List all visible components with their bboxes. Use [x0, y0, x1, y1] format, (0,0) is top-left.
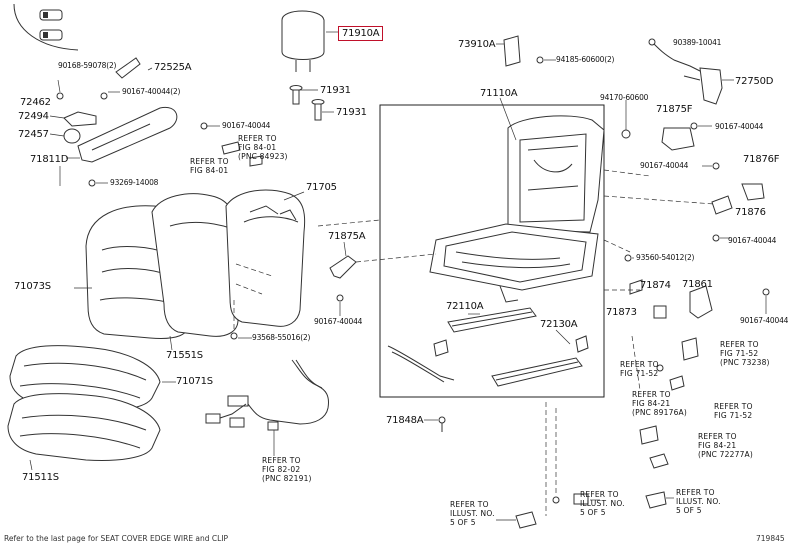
- headrest-guides: [289, 85, 334, 121]
- part-label-71874[interactable]: 71874: [640, 280, 671, 291]
- seat-track-shapes: [387, 307, 589, 387]
- seatback-cover-shapes: [74, 189, 306, 351]
- part-label-72110A[interactable]: 72110A: [446, 301, 484, 312]
- part-label-94170-60600[interactable]: 94170-60600: [600, 93, 649, 102]
- part-label-90168-59078[interactable]: 90168-59078(2): [58, 61, 117, 70]
- figure-id: 719845: [756, 534, 785, 543]
- part-label-90167-40044[interactable]: 90167-40044: [314, 317, 363, 326]
- part-label-71875F[interactable]: 71875F: [656, 104, 693, 115]
- part-label-71551S[interactable]: 71551S: [166, 350, 203, 361]
- part-label-71875A[interactable]: 71875A: [328, 231, 366, 242]
- part-label-90167-40044[interactable]: 90167-40044: [222, 121, 271, 130]
- bracket-71875A: [329, 241, 357, 316]
- bolt-71848A: [424, 416, 446, 432]
- part-label-93269-14008[interactable]: 93269-14008: [110, 178, 159, 187]
- part-label-71110A[interactable]: 71110A: [480, 88, 518, 99]
- part-label-71848A[interactable]: 71848A: [386, 415, 424, 426]
- seat-frame-shapes: [429, 97, 631, 303]
- part-label-90167-40044[interactable]: 90167-40044: [715, 122, 764, 131]
- part-label-71931[interactable]: 71931: [320, 85, 351, 96]
- part-label-71876[interactable]: 71876: [735, 207, 766, 218]
- part-label-90389-10041[interactable]: 90389-10041: [673, 38, 722, 47]
- part-label-71876F[interactable]: 71876F: [743, 154, 780, 165]
- part-label-90167-40044[interactable]: 90167-40044: [740, 316, 789, 325]
- part-label-71705[interactable]: 71705: [306, 182, 337, 193]
- part-label-71873[interactable]: 71873: [606, 307, 637, 318]
- part-label-90167-40044[interactable]: 90167-40044: [728, 236, 777, 245]
- part-label-71910A[interactable]: 71910A: [338, 26, 384, 41]
- part-label-93568-55016[interactable]: 93568-55016(2): [252, 333, 311, 342]
- wire-harness: [205, 359, 329, 456]
- part-label-90167-40044[interactable]: 90167-40044(2): [122, 87, 181, 96]
- part-label-93560-54012[interactable]: 93560-54012(2): [636, 253, 695, 262]
- part-label-71931[interactable]: 71931: [336, 107, 367, 118]
- side-trim-parts: [49, 57, 263, 187]
- part-label-71073S[interactable]: 71073S: [14, 281, 51, 292]
- part-label-72750D[interactable]: 72750D: [735, 76, 774, 87]
- part-label-72494[interactable]: 72494: [18, 111, 49, 122]
- part-label-72130A[interactable]: 72130A: [540, 319, 578, 330]
- seat-frame-box: [379, 104, 605, 398]
- headrest-shape: [281, 10, 340, 72]
- part-label-71861[interactable]: 71861: [682, 279, 713, 290]
- footer-note: Refer to the last page for SEAT COVER ED…: [4, 534, 229, 543]
- seat-cushion-shapes: [7, 345, 176, 471]
- assembly-lines: [317, 219, 674, 529]
- part-label-72525A[interactable]: 72525A: [154, 62, 192, 73]
- part-label-90167-40044[interactable]: 90167-40044: [640, 161, 689, 170]
- part-label-71511S[interactable]: 71511S: [22, 472, 59, 483]
- part-label-72462[interactable]: 72462: [20, 97, 51, 108]
- part-label-71071S[interactable]: 71071S: [176, 376, 213, 387]
- part-label-72457[interactable]: 72457: [18, 129, 49, 140]
- part-label-71811D[interactable]: 71811D: [30, 154, 69, 165]
- vehicle-side-icon: [13, 3, 79, 51]
- part-label-94185-60600[interactable]: 94185-60600(2): [556, 55, 615, 64]
- part-label-73910A[interactable]: 73910A: [458, 39, 496, 50]
- right-side-parts: [496, 35, 770, 469]
